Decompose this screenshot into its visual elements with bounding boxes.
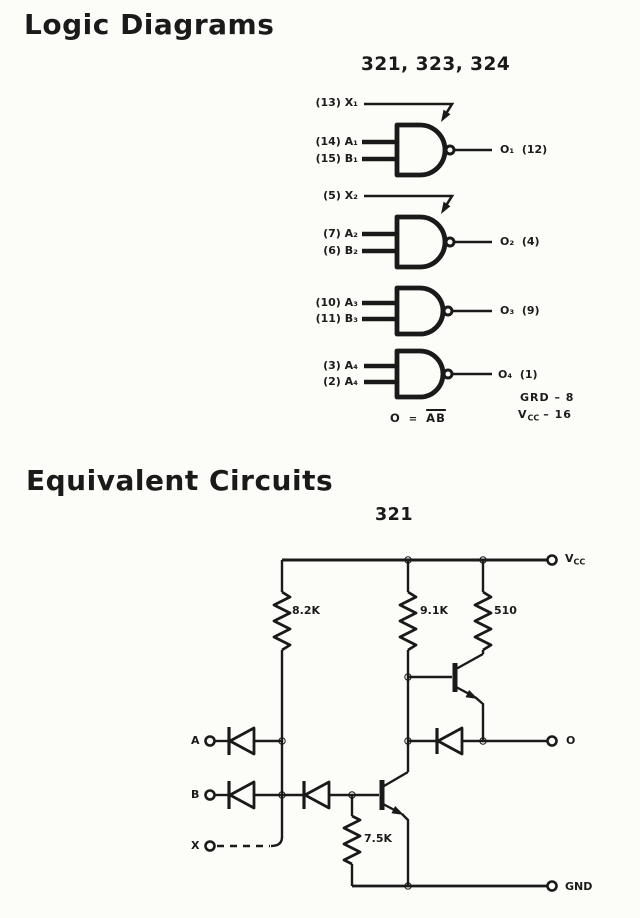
gate2-input-b-label: (6) B₂ <box>323 244 358 257</box>
collector-wire <box>455 652 484 671</box>
gate4-input-b-label: (2) A₄ <box>323 375 358 388</box>
inverter-bubble-icon <box>444 236 456 248</box>
resistor-8k2-icon <box>272 590 292 652</box>
nand-gate-icon <box>394 214 448 270</box>
expander-arrow-icon <box>441 201 451 214</box>
gate3-output-label: O₃ (9) <box>500 304 540 317</box>
nand-gate-icon <box>394 122 448 178</box>
logic-diagrams-title: Logic Diagrams <box>24 8 275 41</box>
input-stubs <box>362 139 397 162</box>
elbow-wire <box>270 836 284 848</box>
gate-2 <box>362 194 492 270</box>
resistor-9k1-icon <box>398 590 418 652</box>
resistor-7k5-icon <box>342 814 362 866</box>
input-stubs <box>364 363 397 385</box>
equation-relation: = <box>408 414 418 425</box>
gate4-input-a-label: (3) A₄ <box>323 359 358 372</box>
resistor-9k1-label: 9.1K <box>420 604 449 617</box>
resistor-510-icon <box>473 590 493 652</box>
expander-arrow-icon <box>441 109 451 122</box>
output-transistor <box>408 652 485 741</box>
vcc-note-sub: CC <box>527 413 540 423</box>
input-x-terminal-icon <box>204 840 216 852</box>
input-b-terminal-icon <box>204 789 216 801</box>
gate2-output-label: O₂ (4) <box>500 235 540 248</box>
diode-anode-icon <box>228 780 256 810</box>
level-shift-diode <box>282 780 356 810</box>
gnd-terminal-label: GND <box>565 880 593 893</box>
vcc-terminal-icon <box>546 554 558 566</box>
inverter-bubble-icon <box>444 144 456 156</box>
gate3-input-b-label: (11) B₃ <box>315 312 358 325</box>
junction-dot <box>479 737 487 745</box>
input-a-branch <box>204 726 286 756</box>
logic-equation: O = AB <box>390 411 446 425</box>
input-b-label: B <box>191 788 200 801</box>
equation-rhs-overline: AB <box>426 411 446 425</box>
input-stubs <box>362 300 397 322</box>
gnd-terminal-icon <box>546 880 558 892</box>
vcc-label-sub: CC <box>573 557 586 567</box>
vcc-pin-note: VCC– 16 <box>518 408 572 425</box>
expander-wire <box>364 102 455 116</box>
input-stubs <box>362 231 397 254</box>
vcc-note-value: – 16 <box>543 408 572 421</box>
input-b-branch <box>204 780 286 810</box>
input-a-terminal-icon <box>204 735 216 747</box>
gate-1 <box>362 102 492 178</box>
vcc-terminal-label: VCC <box>565 552 585 569</box>
output-diode <box>408 726 558 756</box>
emitter-arrow-icon <box>465 690 478 699</box>
input-a-label: A <box>191 734 200 747</box>
gate-3 <box>362 285 492 337</box>
nand-gate-icon <box>394 285 446 337</box>
resistor-7k5-label: 7.5K <box>364 832 393 845</box>
gate4-output-label: O₄ (1) <box>498 368 538 381</box>
diode-anode-icon <box>436 726 464 756</box>
gate1-expander-label: (13) X₁ <box>315 96 359 109</box>
output-terminal-icon <box>546 735 558 747</box>
input-x-label: X <box>191 839 200 852</box>
gate2-input-a-label: (7) A₂ <box>323 227 358 240</box>
emitter-arrow-icon <box>391 806 404 815</box>
expander-wire <box>364 194 455 208</box>
gate2-expander-label: (5) X₂ <box>323 189 358 202</box>
phase-splitter-wire <box>383 560 410 788</box>
junction-dot <box>404 882 412 890</box>
equation-lhs: O <box>390 411 400 425</box>
gate1-output-label: O₁ (12) <box>500 143 548 156</box>
equivalent-circuit <box>204 554 558 892</box>
driver-transistor <box>352 780 410 886</box>
gate-4 <box>364 348 492 400</box>
equivalent-circuits-title: Equivalent Circuits <box>26 464 334 497</box>
resistor-8k2-label: 8.2K <box>292 604 321 617</box>
gate1-input-a-label: (14) A₁ <box>315 135 358 148</box>
junction-dot <box>278 737 286 745</box>
vcc-label-v: V <box>565 552 574 565</box>
output-terminal-label: O <box>566 734 576 747</box>
emitter-wire <box>382 802 410 886</box>
diode-anode-icon <box>228 726 256 756</box>
inverter-bubble-icon <box>442 305 454 317</box>
vcc-note-v: V <box>518 408 528 421</box>
gate3-input-a-label: (10) A₃ <box>315 296 358 309</box>
input-x-branch <box>204 836 284 852</box>
circuit-part-heading: 321 <box>375 505 414 525</box>
gate1-input-b-label: (15) B₁ <box>315 152 358 165</box>
diode-anode-icon <box>303 780 331 810</box>
nand-gate-icon <box>394 348 446 400</box>
logic-parts-heading: 321, 323, 324 <box>361 54 511 75</box>
inverter-bubble-icon <box>442 368 454 380</box>
gnd-pin-note: GRD – 8 <box>520 391 575 404</box>
resistor-510-label: 510 <box>494 604 517 617</box>
